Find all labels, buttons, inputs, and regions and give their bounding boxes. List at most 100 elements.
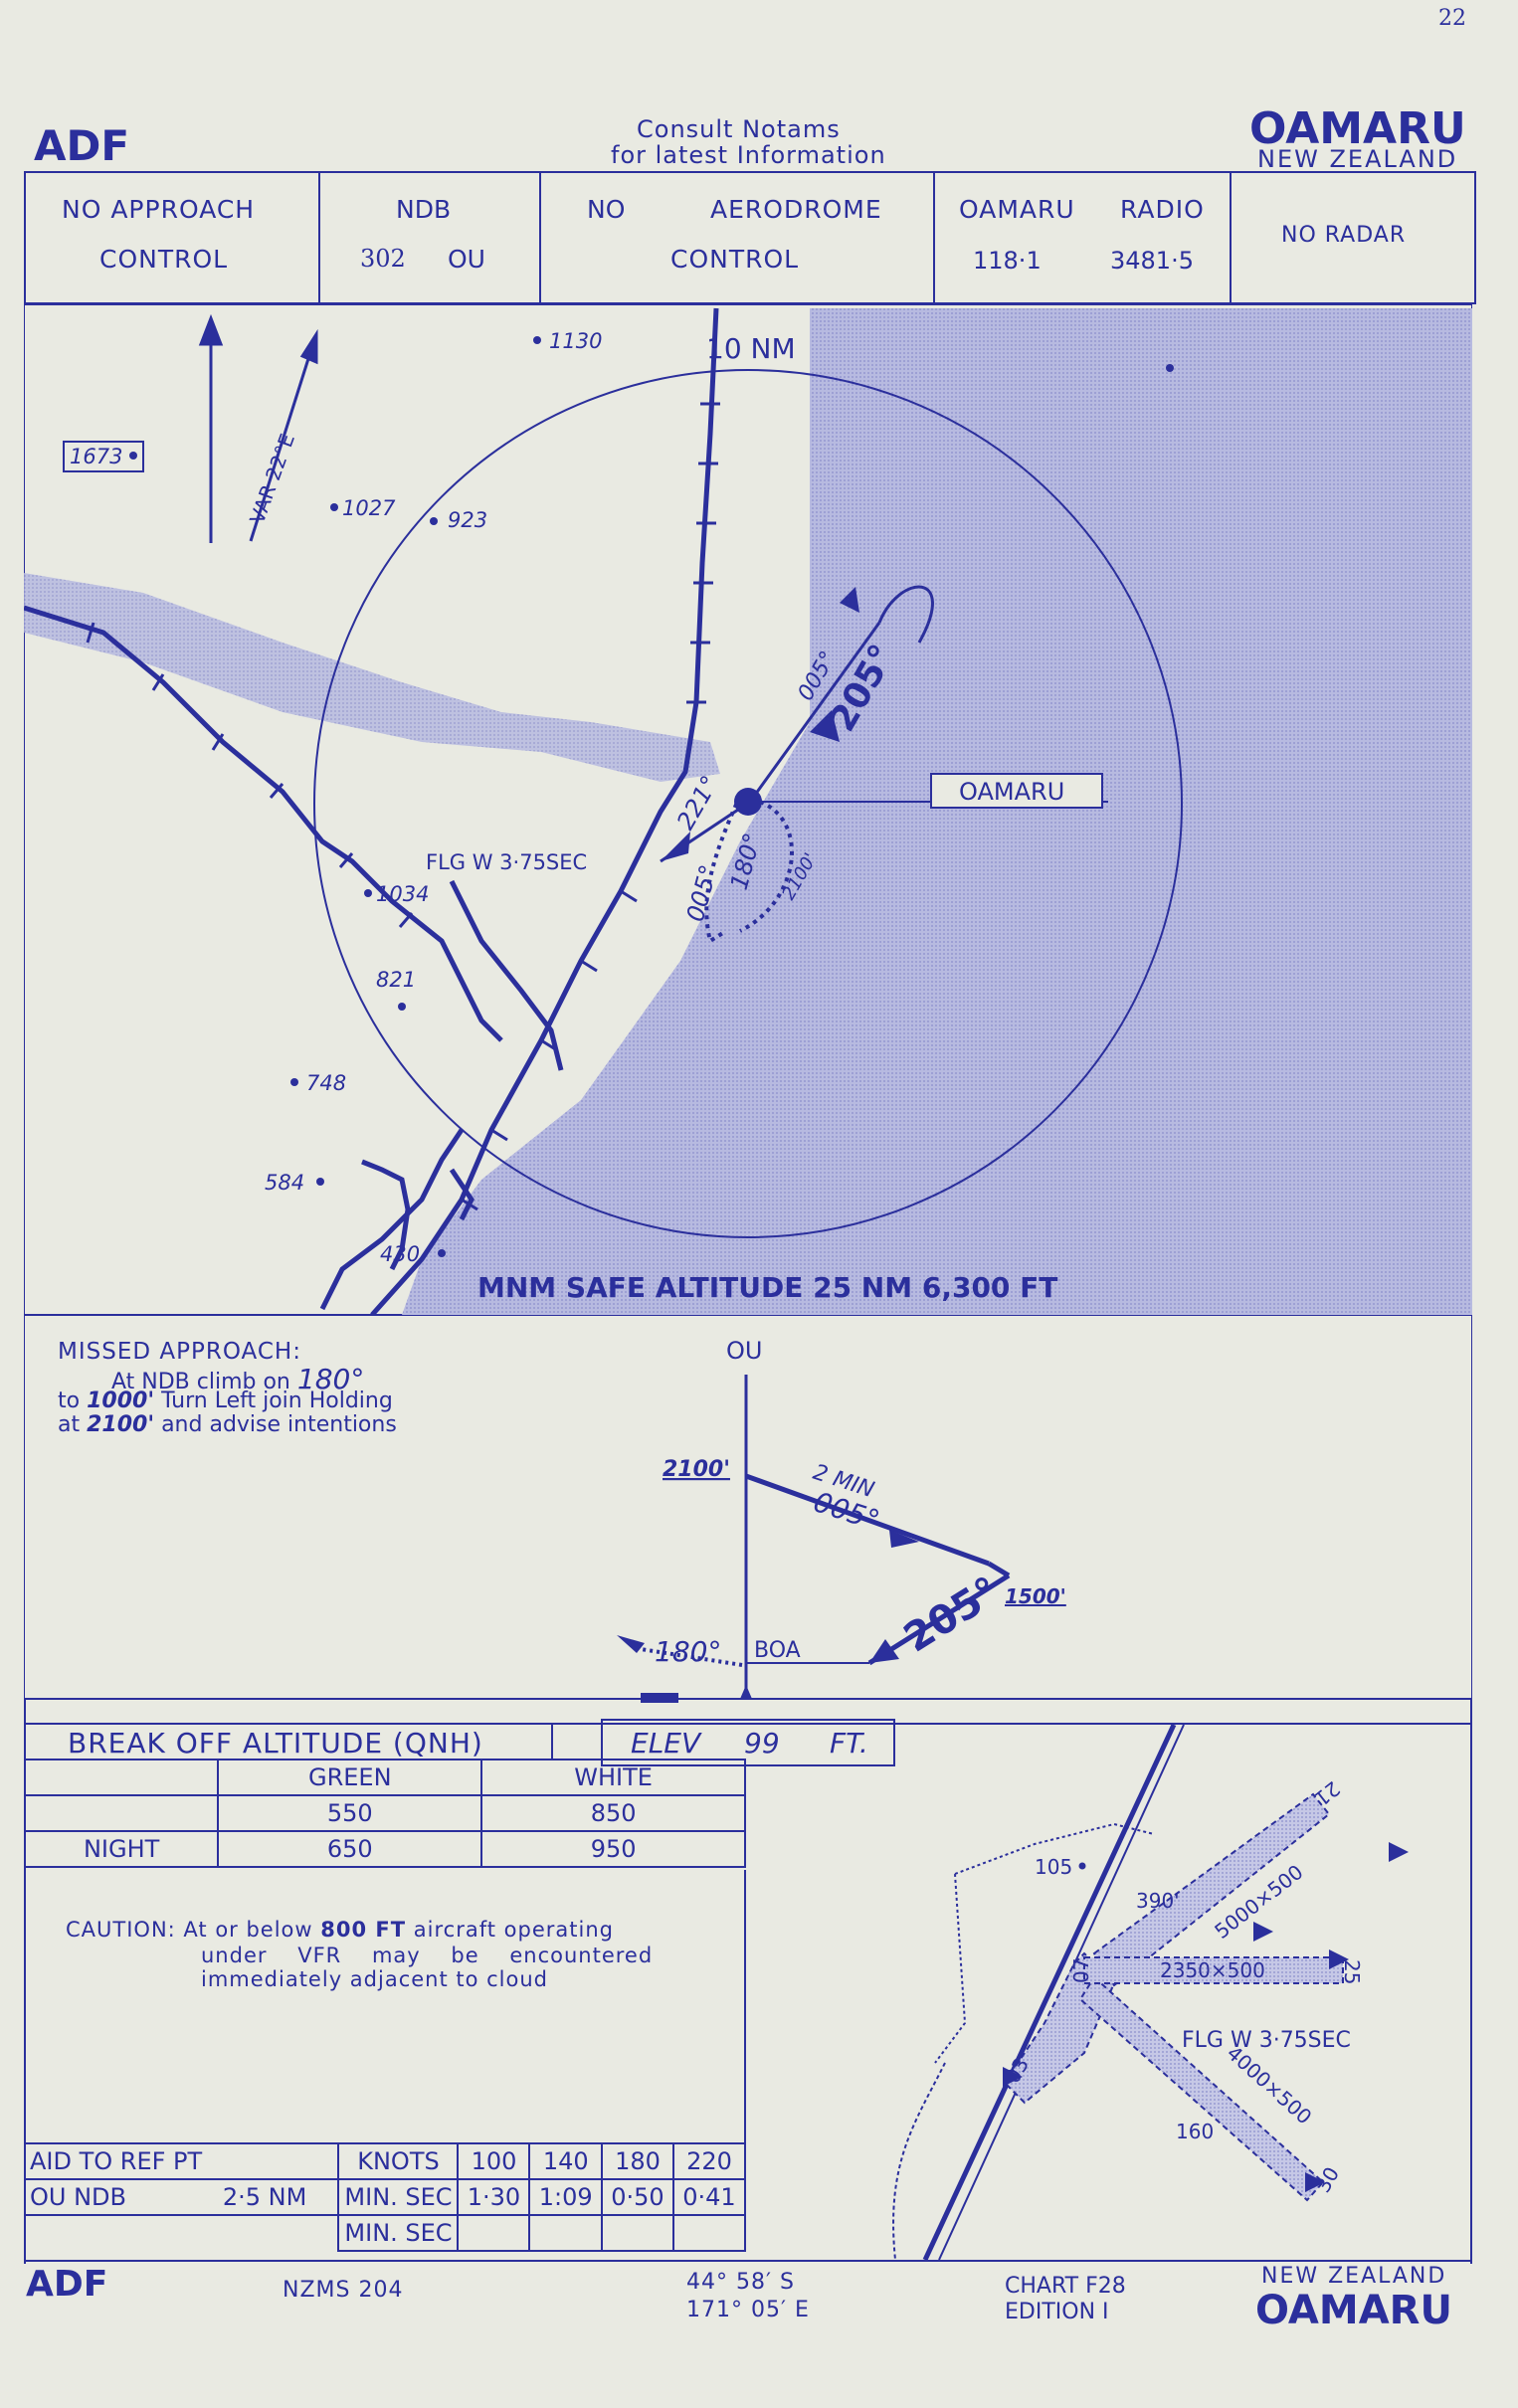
spot-923: 923 — [448, 508, 487, 532]
plan-view: VAR 22°E 1130 1673 1027 923 1034 821 748… — [24, 304, 1472, 1315]
caution-tail: aircraft operating — [413, 1918, 614, 1942]
profile-inbound-arrow — [869, 1639, 899, 1663]
timing-aid: OU NDB — [24, 2178, 192, 2216]
aero-spot-105: 105 — [1035, 1855, 1072, 1879]
radar-status: NO RADAR — [1281, 223, 1407, 248]
aerodrome-light: FLG W 3·75SEC — [426, 850, 587, 874]
timing-knots-header: KNOTS — [337, 2142, 460, 2180]
timing-dist: 2·5 NM — [191, 2178, 340, 2216]
info-box: NO APPROACH CONTROL NDB 302 OU NO AERODR… — [24, 171, 1476, 304]
town-oamaru: OAMARU — [750, 773, 1108, 809]
elevation-box: ELEV 99 FT. — [601, 1719, 895, 1766]
aerodrome-control-label-2: CONTROL — [670, 245, 800, 274]
profile-alt-2100: 2100' — [663, 1457, 730, 1482]
time-140: 1:09 — [528, 2178, 603, 2216]
spot-821: 821 — [376, 968, 416, 992]
footer-procedure-type: ADF — [26, 2264, 108, 2305]
missed-line-3-alt: 2100' — [87, 1412, 155, 1437]
north-arrow — [198, 313, 318, 543]
footer-chart-no: NZMS 204 — [283, 2278, 404, 2303]
runways — [1003, 1792, 1344, 2202]
spot-1673-box — [63, 441, 144, 472]
ring-label: 10 NM — [706, 332, 796, 365]
profile-outbound-arrow — [889, 1530, 919, 1548]
caution-altitude: 800 FT — [320, 1918, 407, 1942]
elevation-value: 99 — [744, 1727, 780, 1760]
missed-line-1-track: 180° — [296, 1363, 365, 1395]
ndb-frequency: 302 — [360, 245, 406, 273]
ring-10nm — [313, 369, 1183, 1238]
sea-area — [402, 308, 1472, 1315]
profile-in-track: 205° — [896, 1569, 1008, 1662]
caution-line-2: under VFR may be encountered — [201, 1944, 654, 1967]
spot-1034: 1034 — [376, 882, 429, 906]
railway-aero — [922, 1725, 1177, 2260]
footer-chart: CHART F28 — [1005, 2274, 1126, 2299]
variation-label: VAR 22°E — [245, 431, 299, 527]
outbound-arrow — [840, 587, 859, 613]
header-procedure-type: ADF — [34, 121, 130, 170]
missed-line-2-text: Turn Left join Holding — [161, 1389, 393, 1413]
caution-lead: CAUTION: At or below — [66, 1918, 313, 1942]
timing-aid-header: AID TO REF PT — [23, 2142, 340, 2180]
profile-alt-1500: 1500' — [1005, 1584, 1066, 1608]
footer-longitude: 171° 05′ E — [686, 2298, 810, 2322]
footer-country: NEW ZEALAND — [1261, 2264, 1447, 2289]
profile-missed-track: 180° — [655, 1635, 721, 1668]
day-white: 850 — [480, 1794, 746, 1832]
timing-unit-2: MIN. SEC — [337, 2214, 460, 2252]
missed-line-1: At NDB climb on 180° — [111, 1363, 364, 1395]
runway-07: 07 — [1069, 1958, 1093, 1983]
profile-view: OU 2100' 2 MIN 005° 205° 1500' BOA 180° — [24, 1315, 1472, 1703]
railway-branch — [24, 605, 503, 1042]
boundary — [934, 1822, 1155, 2064]
time-180: 0·50 — [600, 2178, 674, 2216]
spot-748: 748 — [306, 1071, 346, 1095]
page-number: 22 — [1438, 6, 1466, 31]
aero-light: FLG W 3·75SEC — [1182, 2028, 1351, 2053]
elevation-label: ELEV — [631, 1727, 701, 1760]
elevation-unit: FT. — [830, 1727, 868, 1760]
spot-1130: 1130 — [549, 329, 602, 353]
speed-100: 100 — [457, 2142, 531, 2180]
radio-frequency-vhf: 118·1 — [973, 247, 1042, 275]
road-south — [319, 1128, 465, 1311]
footer-edition: EDITION I — [1005, 2300, 1109, 2324]
night-white: 950 — [480, 1830, 746, 1868]
coastline — [892, 2062, 946, 2260]
svg-text:OAMARU: OAMARU — [959, 778, 1064, 806]
missed-line-3-at: at — [58, 1412, 81, 1437]
aerodrome-diagram: 105 390' 160 2350×500 5000×500 4000×500 … — [892, 1725, 1409, 2260]
river-band — [24, 573, 720, 782]
missed-approach-title: MISSED APPROACH: — [58, 1339, 301, 1365]
speed-220: 220 — [671, 2142, 747, 2180]
spot-1673: 1673 — [70, 445, 122, 468]
caution-line-1: CAUTION: At or below 800 FT aircraft ope… — [66, 1918, 614, 1942]
time-100: 1·30 — [457, 2178, 531, 2216]
col-green: GREEN — [217, 1759, 483, 1796]
caution-line-3: immediately adjacent to cloud — [201, 1967, 549, 1991]
header-notams-line2: for latest Information — [611, 141, 886, 169]
aero-spot-160: 160 — [1176, 2120, 1214, 2143]
runway-25: 25 — [1340, 1959, 1364, 1984]
ndb-title: NDB — [396, 195, 452, 224]
timing-table: AID TO REF PT KNOTS 100 140 180 220 OU N… — [23, 2142, 747, 2252]
radio-station: OAMARU — [959, 195, 1075, 224]
missed-line-2-alt: 1000' — [87, 1389, 155, 1413]
aerodrome-control-no: NO — [587, 195, 626, 224]
minima-title: BREAK OFF ALTITUDE (QNH) — [68, 1727, 483, 1760]
time-220: 0·41 — [671, 2178, 747, 2216]
aerodrome-control-label: AERODROME — [710, 195, 882, 224]
approach-control-label-2: CONTROL — [99, 245, 229, 274]
runway-main-dims: 2350×500 — [1160, 1958, 1265, 1982]
inbound-arrow — [810, 710, 840, 742]
radio-frequency-hf: 3481·5 — [1110, 247, 1194, 275]
spot-430: 430 — [380, 1242, 420, 1266]
col-white: WHITE — [480, 1759, 746, 1796]
profile-boa: BOA — [754, 1638, 801, 1663]
missed-line-3-text: and advise intentions — [161, 1412, 397, 1437]
missed-line-2-to: to — [58, 1389, 81, 1413]
header-country: NEW ZEALAND — [1257, 145, 1458, 173]
missed-line-2: to 1000' Turn Left join Holding — [58, 1389, 393, 1413]
